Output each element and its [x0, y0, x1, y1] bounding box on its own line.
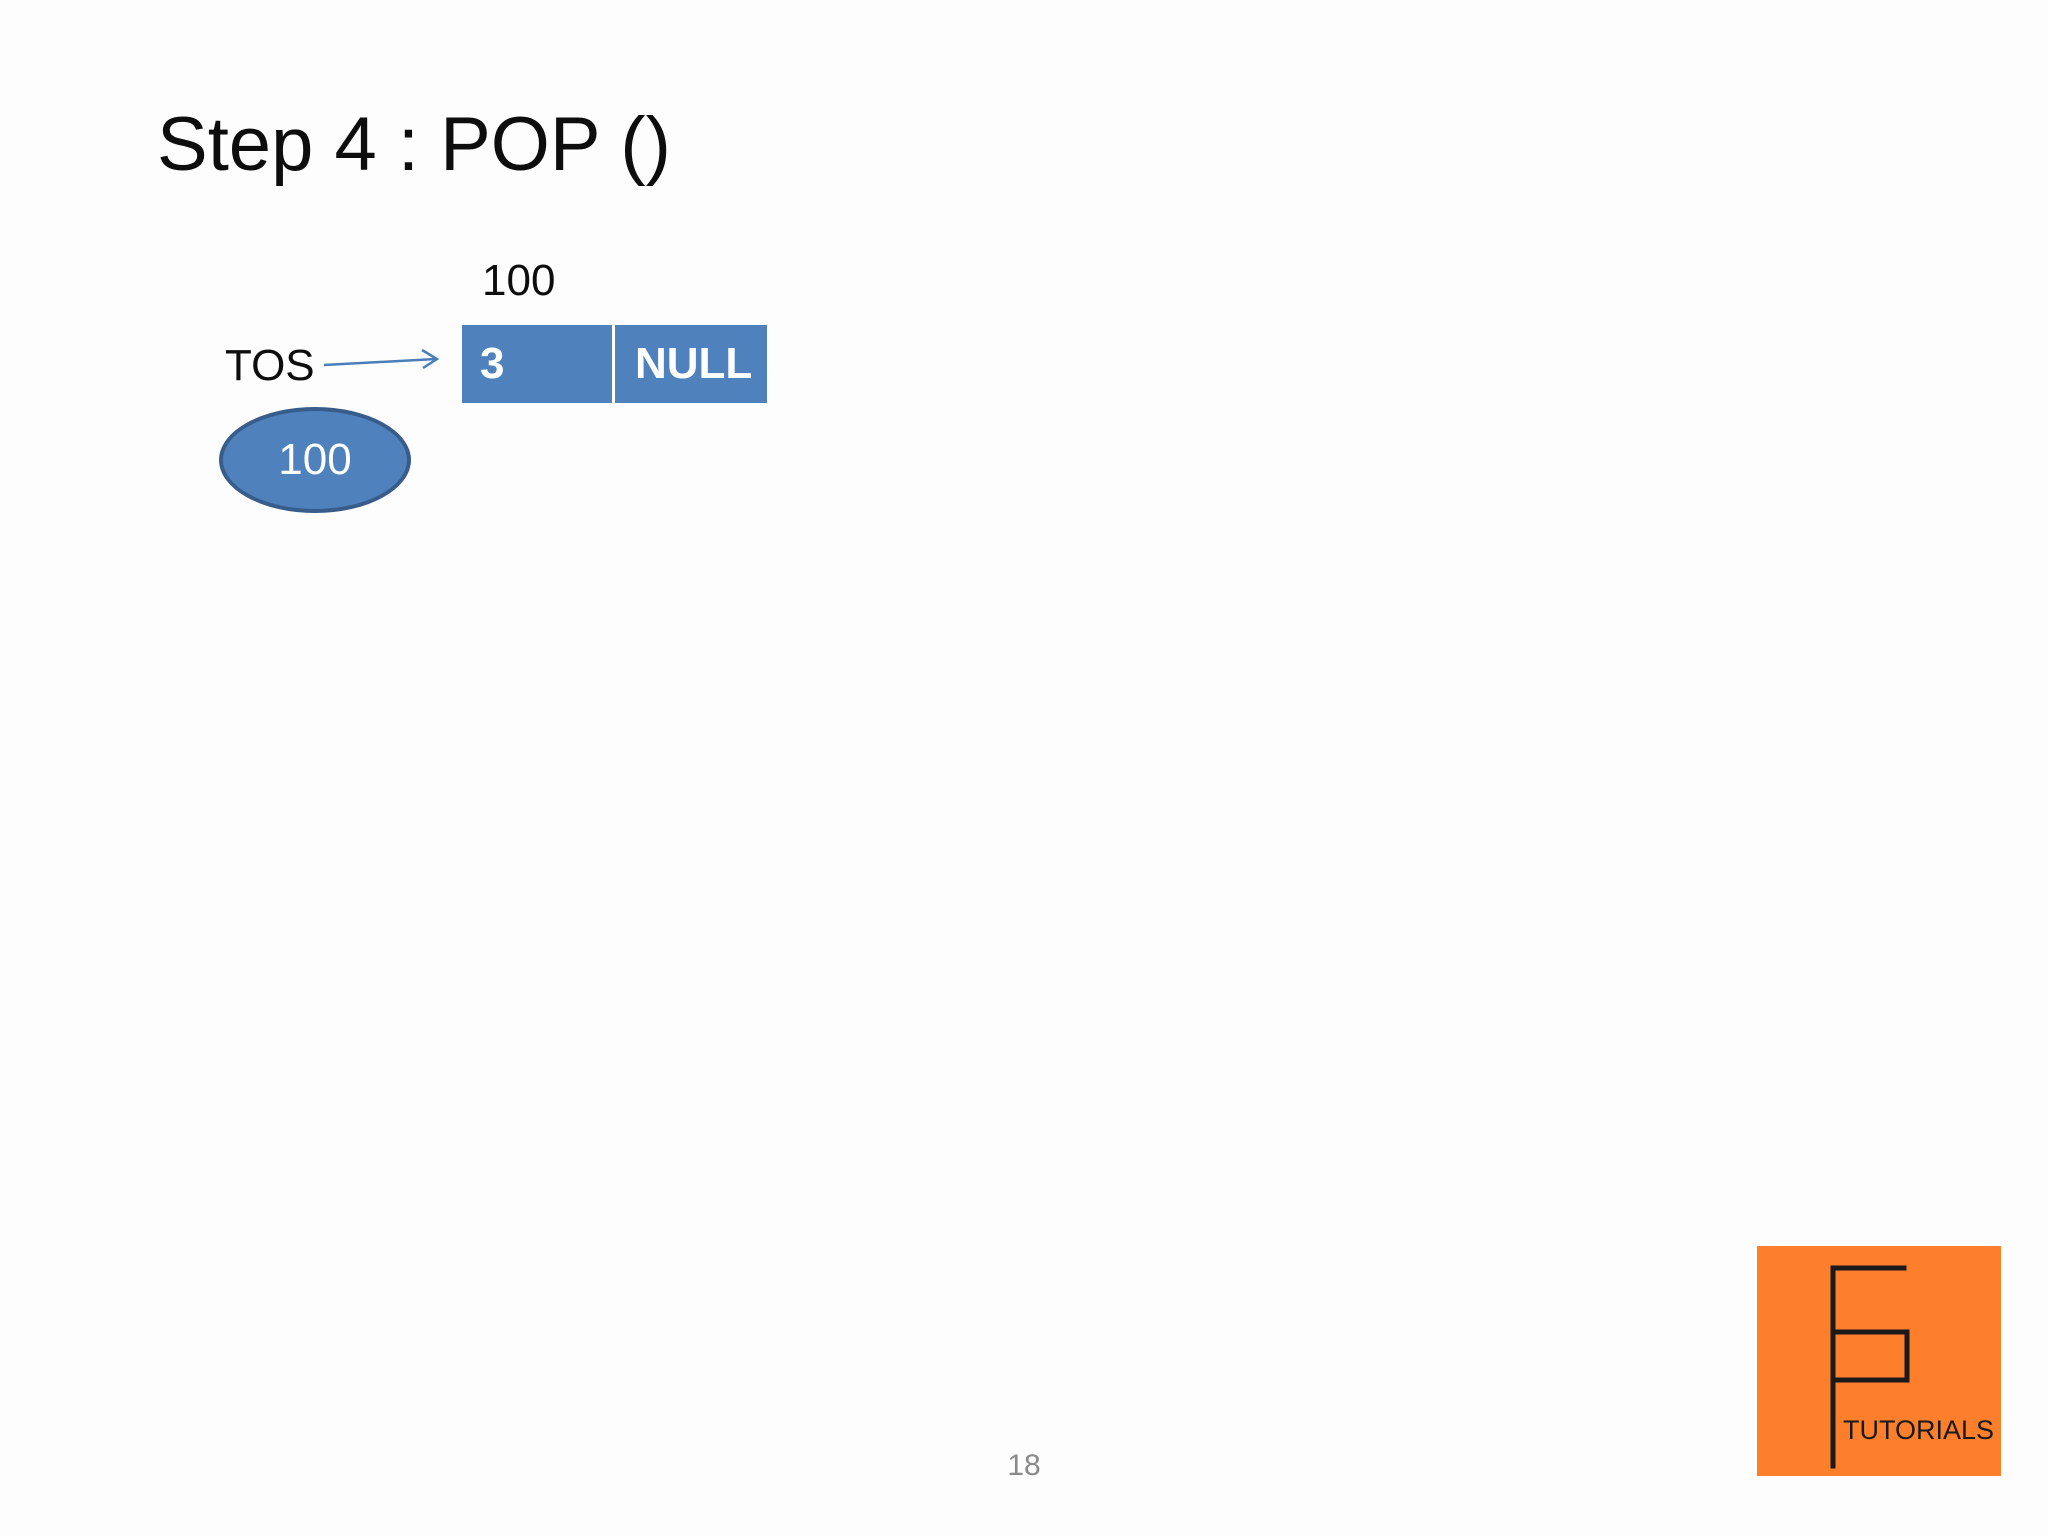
node-data-cell: 3	[462, 325, 612, 403]
logo-text: TUTORIALS	[1843, 1415, 1995, 1445]
node-next-cell: NULL	[615, 325, 767, 403]
node-address-label: 100	[482, 256, 556, 305]
page-number: 18	[1007, 1449, 1041, 1482]
tos-pointer-arrow	[323, 348, 440, 370]
logo-mark-icon	[1830, 1265, 1910, 1469]
slide-title: Step 4 : POP ()	[157, 102, 671, 187]
tutorials-logo: TUTORIALS	[1757, 1246, 2001, 1476]
stack-node: 3 NULL	[462, 325, 767, 403]
tos-label: TOS	[225, 341, 315, 390]
tos-value-oval: 100	[219, 407, 411, 513]
